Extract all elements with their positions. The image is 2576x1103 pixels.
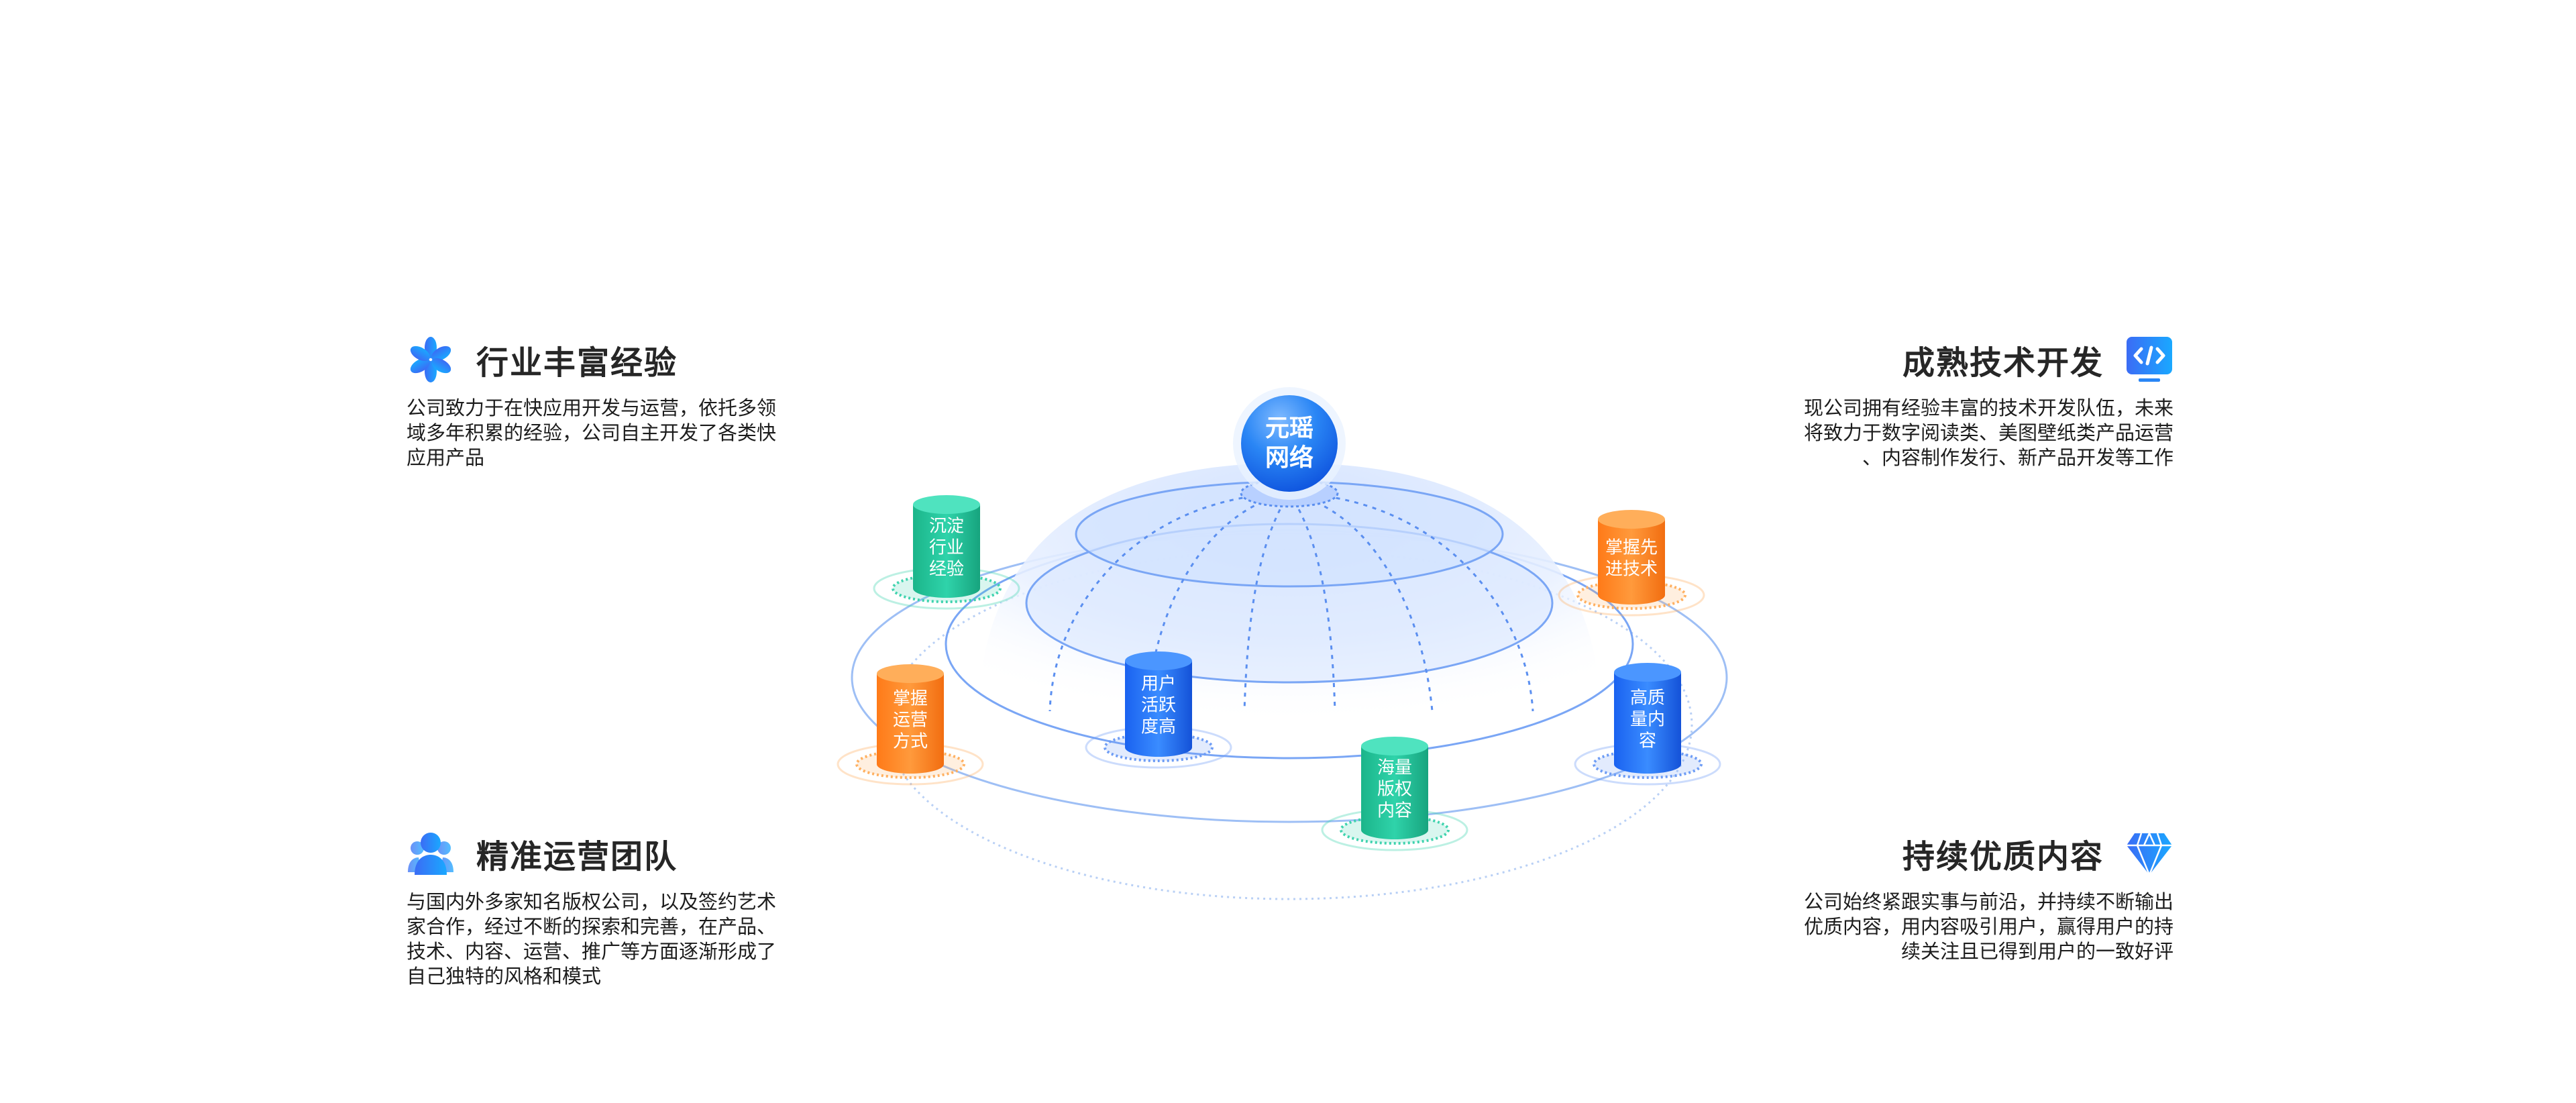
cylinder-body <box>1125 661 1192 757</box>
flower-icon <box>407 335 455 384</box>
cylinder-label-line: 掌握 <box>893 689 928 709</box>
feature-description: 现公司拥有经验丰富的技术开发队伍，未来 将致力于数字阅读类、美图壁纸类产品运营 … <box>1771 396 2174 470</box>
feature-title: 成熟技术开发 <box>1902 344 2104 382</box>
diamond-icon <box>2125 829 2174 878</box>
cylinder-top <box>913 495 980 514</box>
cylinder-label-line: 进技术 <box>1605 560 1658 580</box>
cylinder-label-line: 运营 <box>893 711 928 731</box>
cylinder-label-line: 活跃 <box>1141 696 1176 716</box>
description-line: 公司致力于在快应用开发与运营，依托多领 <box>407 397 777 419</box>
cylinder-label-line: 海量 <box>1377 758 1412 778</box>
cylinder-label-line: 内容 <box>1377 801 1412 821</box>
cylinder-top <box>1361 737 1428 755</box>
description-line: 优质内容，用内容吸引用户，赢得用户的持 <box>1803 915 2174 938</box>
feature-quality-content: 持续优质内容 公司始终紧跟实事与前沿，并持续不断输出 优质内容，用内容吸引用户，… <box>1771 827 2174 964</box>
description-line: 与国内外多家知名版权公司，以及签约艺术 <box>407 890 777 913</box>
cylinder-label-line: 版权 <box>1377 780 1412 800</box>
feature-description: 公司始终紧跟实事与前沿，并持续不断输出 优质内容，用内容吸引用户，赢得用户的持 … <box>1771 890 2174 964</box>
feature-description: 与国内外多家知名版权公司，以及签约艺术 家合作，经过不断的探索和完善，在产品、 … <box>407 890 809 989</box>
feature-industry-experience: 行业丰富经验 公司致力于在快应用开发与运营，依托多领 域多年积累的经验，公司自主… <box>407 333 809 470</box>
description-line: 将致力于数字阅读类、美图壁纸类产品运营 <box>1803 421 2174 444</box>
cylinder-body <box>1361 746 1428 839</box>
users-icon <box>407 829 455 878</box>
cylinder-body <box>1614 672 1681 774</box>
cylinder-label-line: 行业 <box>929 538 964 558</box>
cylinder-top <box>1598 510 1665 529</box>
description-line: 、内容制作发行、新产品开发等工作 <box>1862 446 2174 469</box>
feature-description: 公司致力于在快应用开发与运营，依托多领 域多年积累的经验，公司自主开发了各类快 … <box>407 396 809 470</box>
center-label-line-1: 元瑶 <box>1265 415 1313 442</box>
feature-title: 精准运营团队 <box>476 838 678 876</box>
feature-title: 持续优质内容 <box>1902 838 2104 876</box>
description-line: 现公司拥有经验丰富的技术开发队伍，未来 <box>1803 397 2174 419</box>
description-line: 应用产品 <box>407 446 485 469</box>
cylinder-label-line: 容 <box>1639 731 1656 751</box>
cylinder-label-line: 高质 <box>1630 688 1665 708</box>
cylinder-label-line: 经验 <box>929 560 964 580</box>
cylinder-top <box>877 664 944 683</box>
cylinder-top <box>1614 663 1681 682</box>
cylinder-label-line: 量内 <box>1630 710 1665 730</box>
feature-title: 行业丰富经验 <box>476 344 678 382</box>
description-line: 自己独特的风格和模式 <box>407 965 602 988</box>
cylinder-top <box>1125 651 1192 670</box>
cylinder-label-line: 掌握先 <box>1605 538 1658 558</box>
cylinder-body <box>1598 519 1665 605</box>
description-line: 域多年积累的经验，公司自主开发了各类快 <box>407 421 777 444</box>
center-label-line-2: 网络 <box>1265 443 1313 472</box>
feature-operations-team: 精准运营团队 与国内外多家知名版权公司，以及签约艺术 家合作，经过不断的探索和完… <box>407 827 809 989</box>
description-line: 续关注且已得到用户的一致好评 <box>1900 940 2174 963</box>
cylinder-label-line: 方式 <box>893 732 928 752</box>
cylinder-label-line: 度高 <box>1141 717 1176 737</box>
description-line: 技术、内容、运营、推广等方面逐渐形成了 <box>407 940 777 963</box>
center-node: 元瑶 网络 <box>1233 387 1346 508</box>
description-line: 公司始终紧跟实事与前沿，并持续不断输出 <box>1803 890 2174 913</box>
cylinder-body <box>877 674 944 774</box>
feature-tech-development: 成熟技术开发 现公司拥有经验丰富的技术开发队伍，未来 将致力于数字阅读类、美图壁… <box>1771 333 2174 470</box>
cylinder-label-line: 用户 <box>1141 674 1176 694</box>
cylinder-label-line: 沉淀 <box>929 517 964 537</box>
code-monitor-icon <box>2125 335 2174 384</box>
cylinder-body <box>913 505 980 598</box>
description-line: 家合作，经过不断的探索和完善，在产品、 <box>407 915 777 938</box>
